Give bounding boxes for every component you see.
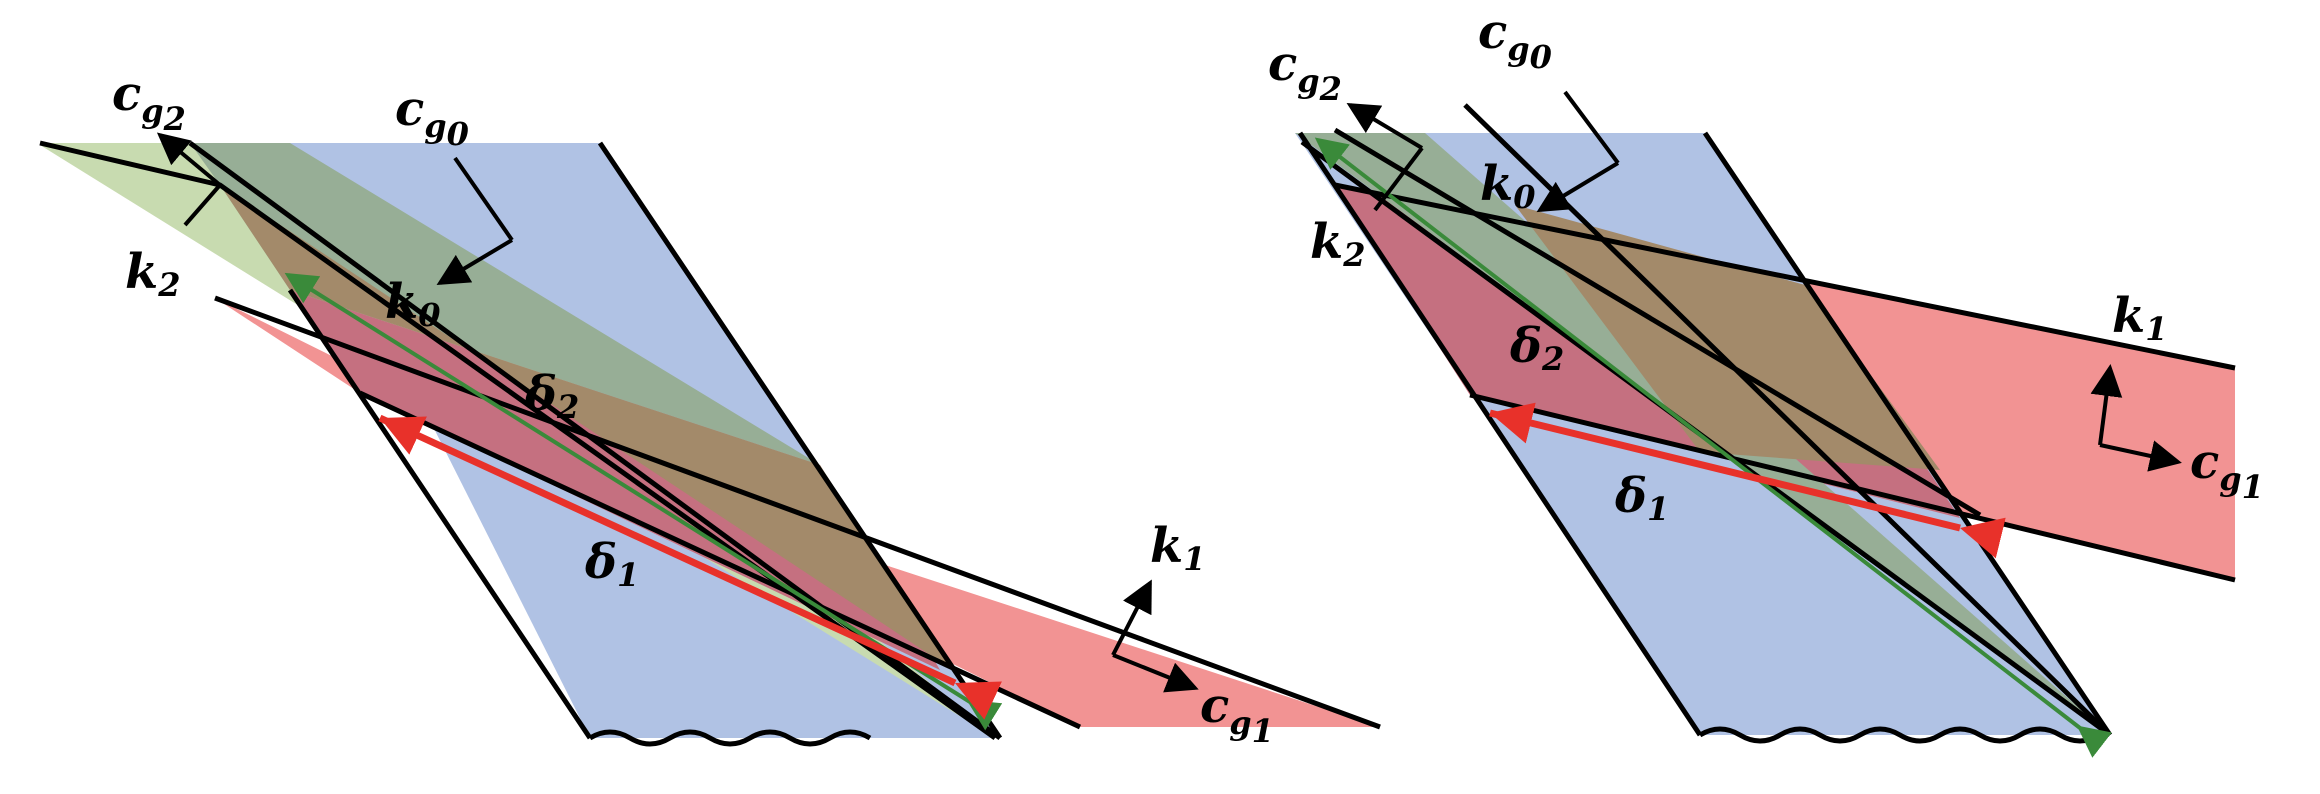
left-label-k2: k2 — [125, 244, 181, 304]
left-cg1-axis — [1112, 653, 1199, 693]
right-cg2-axis-elbow — [1373, 146, 1424, 212]
right-label-delta2: δ2 — [1509, 318, 1564, 378]
right-label-cg2: cg2 — [1268, 36, 1342, 108]
left-label-delta1: δ1 — [584, 534, 639, 594]
left-label-cg0: cg0 — [395, 81, 469, 153]
right-label-cg0: cg0 — [1478, 4, 1552, 76]
left-label-delta2: δ2 — [524, 366, 579, 426]
right-panel: cg2 cg0 k0 k2 δ2 δ1 k1 cg1 — [1268, 4, 2264, 758]
left-cg2-axis — [156, 132, 222, 187]
right-label-k1: k1 — [2112, 288, 2168, 348]
right-cg1-axis — [2099, 440, 2182, 472]
right-label-k0: k0 — [1480, 156, 1536, 216]
right-label-cg1: cg1 — [2190, 434, 2264, 506]
left-panel: cg2 k2 cg0 k0 δ2 δ1 k1 cg1 — [39, 66, 1381, 750]
right-label-k2: k2 — [1310, 214, 1366, 274]
left-cg0-k0-axes — [453, 156, 514, 242]
left-k0-axis — [436, 238, 514, 286]
left-k1-axis — [1111, 579, 1152, 656]
right-cg0-axis-elbow — [1563, 90, 1620, 165]
left-label-k1: k1 — [1150, 518, 1206, 578]
right-label-delta1: δ1 — [1614, 468, 1669, 528]
left-cg2-k2-axes — [183, 183, 222, 227]
right-k0-axis — [1536, 161, 1620, 213]
left-delta-1-arrow — [378, 414, 1002, 720]
left-label-k0: k0 — [385, 274, 441, 334]
right-cg2-axis — [1346, 102, 1424, 150]
left-label-cg2: cg2 — [112, 66, 186, 138]
right-delta-1-arrow — [1489, 402, 2006, 559]
left-label-cg1: cg1 — [1200, 678, 1274, 750]
left-wavy-bottom — [588, 729, 872, 747]
right-k1-axis — [2090, 364, 2123, 446]
